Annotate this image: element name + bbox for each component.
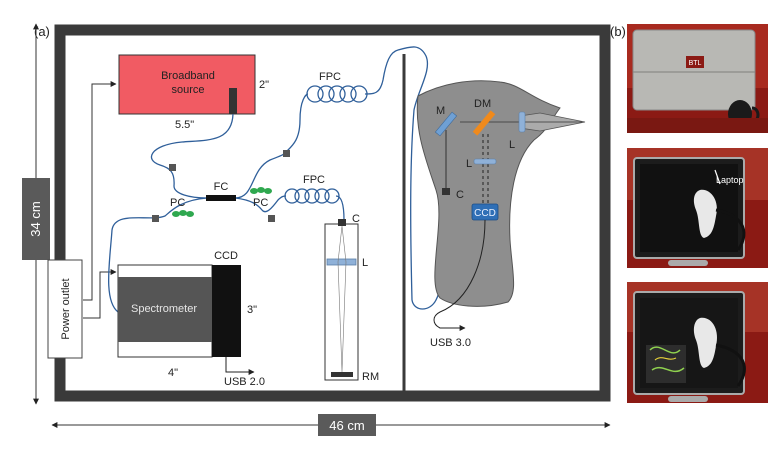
power-line-spectrometer [83,269,117,319]
panel-b-label: (b) [610,24,626,39]
reference-beam [337,225,347,373]
height-dimension-box [22,178,50,260]
fiber-coupler [206,195,236,201]
source-dim-bottom: 5.5" [175,119,194,131]
probe-dm-label: DM [474,98,491,110]
probe-photo-3 [693,317,718,368]
pc-left-label: PC [170,197,185,209]
fpc-top-coil [306,85,368,103]
probe-l-inner-label: L [466,158,472,170]
photo-open-case-components [627,282,768,403]
case-frame [54,24,611,402]
source-label-line1: Broadband [161,70,215,82]
source-fiber-port [229,88,237,114]
probe-dichroic-mirror [472,110,496,136]
probe-c-label: C [456,189,464,201]
reference-lens [326,258,357,266]
probe-inner-lens [473,158,497,165]
case-logo-badge [686,56,704,68]
spectrometer-ccd-label: CCD [214,250,238,262]
fiber-connector-4 [268,215,275,222]
power-outlet-label: Power outlet [60,278,72,339]
spectrometer-label: Spectrometer [131,303,197,315]
probe-mirror [434,111,458,137]
width-dimension-box [318,414,376,436]
pc-right-label: PC [253,197,268,209]
height-dimension-label: 34 cm [28,201,43,236]
usb2-cable [225,357,255,375]
reference-mirror [331,372,353,377]
fpc-top-label: FPC [319,71,341,83]
photo-closed-case: BTL [627,24,768,133]
power-outlet [47,259,83,359]
spectrometer [118,277,212,342]
source-dim-side: 2" [259,79,269,91]
usb3-cable [433,219,486,331]
power-line-source [83,81,117,301]
spectrometer-dim-side: 3" [247,304,257,316]
probe-photo-2 [693,189,717,238]
fiber-connector-3 [152,215,159,222]
fiber-fc-to-reference [234,195,287,213]
case-logo: BTL [689,60,702,67]
spectrometer-ccd [212,265,241,357]
source-label-line2: source [171,84,204,96]
fc-label: FC [214,181,229,193]
usb3-label: USB 3.0 [430,337,471,349]
fpc-mid-label: FPC [303,174,325,186]
fiber-connector-1 [169,164,176,171]
fiber-source-to-fc [150,113,234,199]
probe-collimator [442,188,450,195]
pc-left-paddles [172,210,194,217]
reference-l-label: L [362,257,368,269]
probe-lens [518,111,526,133]
fpc-mid-coil [284,188,340,204]
usb2-label: USB 2.0 [224,376,265,388]
photo-open-case: Laptop [627,148,768,268]
reference-rm-label: RM [362,371,379,383]
reference-collimator [338,219,346,226]
fiber-to-probe [364,46,445,310]
laptop-label: Laptop [716,175,744,185]
fiber-connector-2 [283,150,290,157]
spectrometer-dim-bottom: 4" [168,367,178,379]
width-dimension-label: 46 cm [329,418,364,433]
probe-housing [416,80,561,307]
pc-right-paddles [250,187,272,194]
fiber-reference-in [335,195,345,221]
probe-l-main-label: L [509,139,515,151]
reference-c-label: C [352,213,360,225]
fiber-fc-to-spectrometer [107,197,208,313]
probe-ccd-label: CCD [474,208,496,219]
probe-m-label: M [436,105,445,117]
